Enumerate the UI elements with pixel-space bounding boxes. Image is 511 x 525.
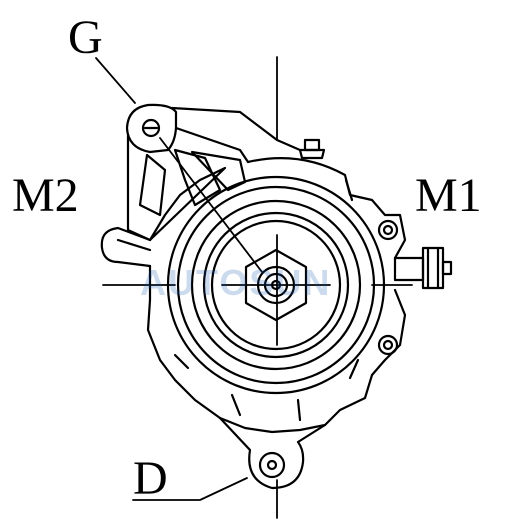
lower-mounting-ear xyxy=(218,416,327,490)
leader-g xyxy=(95,57,136,104)
center-lines xyxy=(102,56,413,519)
label-g: G xyxy=(68,11,103,64)
bracket-plates xyxy=(138,148,247,217)
lower-mount-hole xyxy=(258,451,286,479)
reference-line xyxy=(159,137,263,273)
watermark: AUTOSUN xyxy=(140,262,332,303)
upper-mount-hole xyxy=(141,118,161,138)
right-bosses xyxy=(377,219,399,356)
hex-nut xyxy=(244,248,308,322)
label-m1: M1 xyxy=(415,169,482,222)
label-m2: M2 xyxy=(12,169,79,222)
right-connector xyxy=(393,246,453,290)
label-d: D xyxy=(133,452,168,505)
top-terminal-bolt xyxy=(298,138,326,160)
leader-d xyxy=(132,477,248,501)
outer-housing xyxy=(146,157,407,434)
pulley xyxy=(166,175,386,395)
left-terminal xyxy=(100,226,152,268)
